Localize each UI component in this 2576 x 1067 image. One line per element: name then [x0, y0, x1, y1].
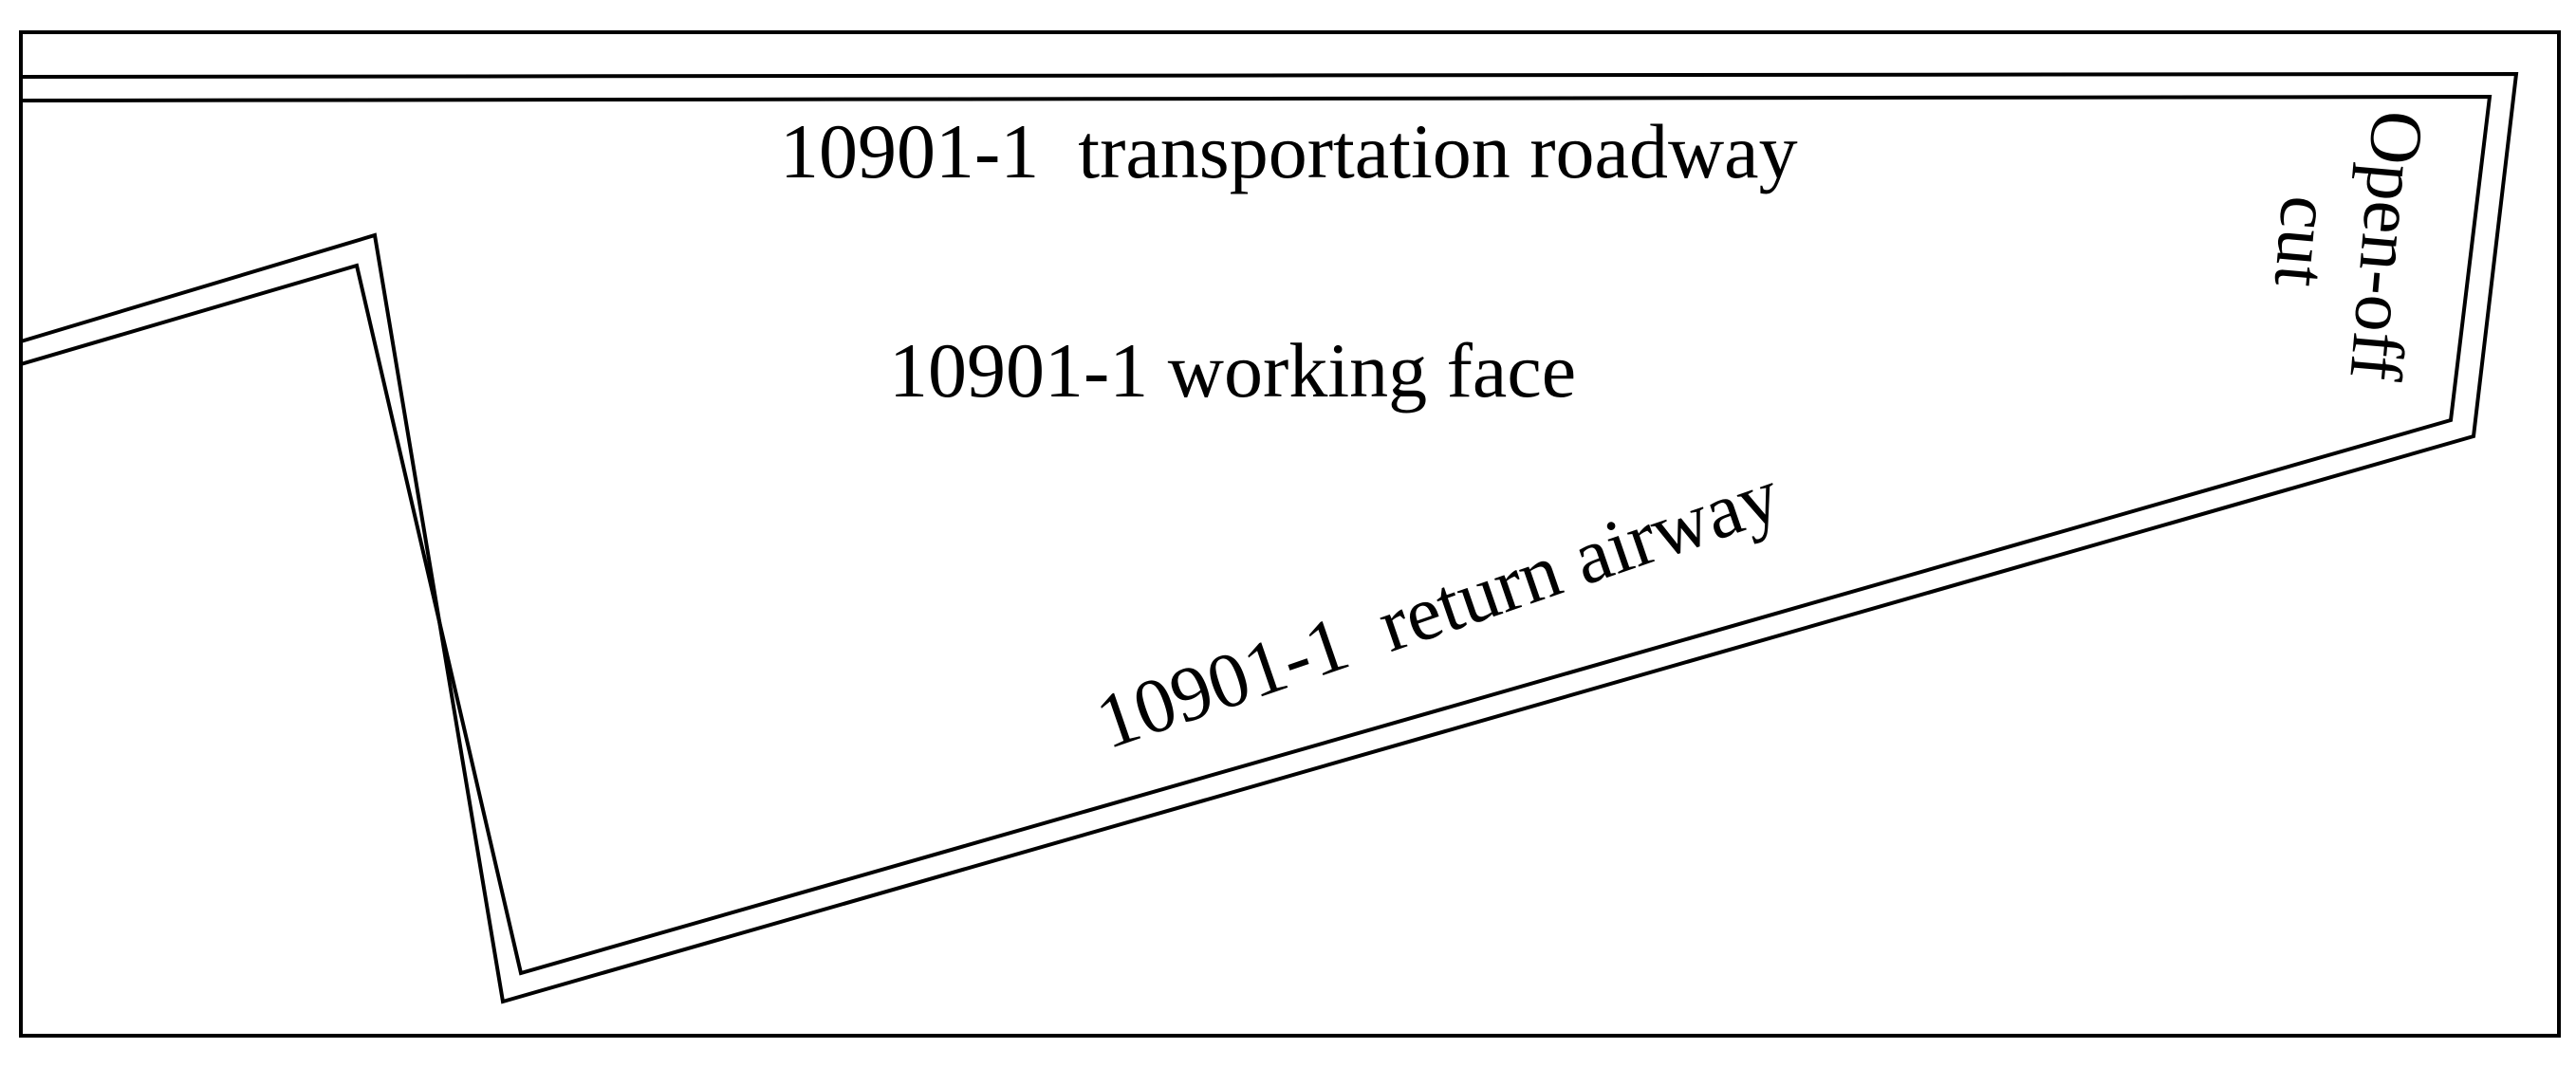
- roadway-inner-boundary: [20, 94, 2493, 976]
- working-face-label: 10901-1 working face: [889, 327, 1576, 414]
- open-off-cut-label-line2: cut: [2259, 193, 2349, 291]
- return-airway-label: 10901-1 return airway: [1085, 451, 1789, 765]
- open-off-cut-label-line1: Open-off: [2334, 108, 2439, 384]
- transport-roadway-label: 10901-1 transportation roadway: [780, 108, 1798, 194]
- roadway-outer-boundary: [20, 71, 2519, 1004]
- outer-frame: [19, 30, 2561, 1038]
